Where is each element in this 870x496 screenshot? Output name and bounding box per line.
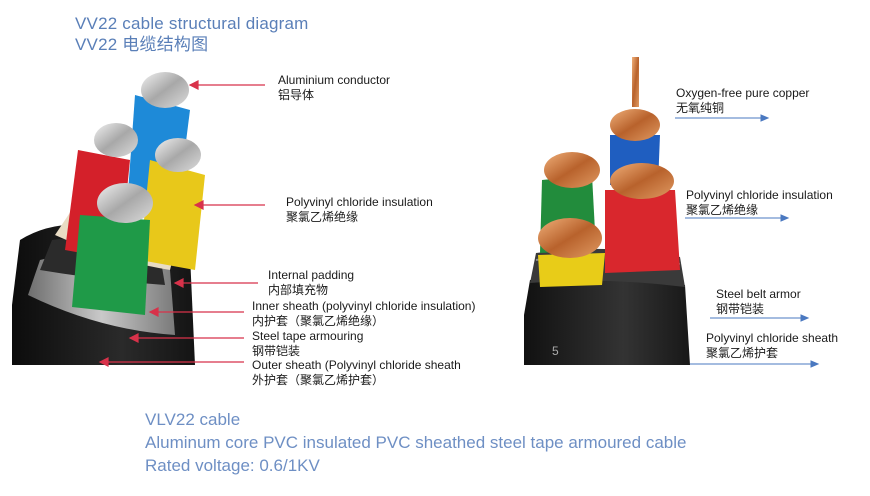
diagram-title: VV22 cable structural diagram [75, 14, 309, 34]
label-outer-sheath: Outer sheath (Polyvinyl chloride sheath … [252, 358, 461, 388]
label-en: Inner sheath (polyvinyl chloride insulat… [252, 299, 476, 313]
label-en: Steel tape armouring [252, 329, 364, 343]
label-en: Polyvinyl chloride insulation [286, 195, 433, 209]
label-en: Polyvinyl chloride insulation [686, 188, 833, 202]
cable-print-text: 5 [552, 344, 559, 358]
arrowhead-copper [760, 114, 770, 122]
arrowhead-pvc-insulation [193, 200, 204, 210]
label-aluminium-conductor: Aluminium conductor 铝导体 [278, 73, 390, 103]
title-cn: VV22 电缆结构图 [75, 35, 209, 54]
label-oxygen-free-copper: Oxygen-free pure copper 无氧纯铜 [676, 86, 809, 116]
arrowhead-internal-padding [173, 278, 184, 288]
left-pointer-arrows [98, 80, 265, 367]
label-en: Internal padding [268, 268, 355, 282]
footer-line-1: VLV22 cable [145, 410, 241, 429]
label-en: Oxygen-free pure copper [676, 86, 810, 100]
footer-line-3: Rated voltage: 0.6/1KV [145, 456, 320, 475]
right-pointer-arrows [675, 114, 820, 368]
arrowhead-aluminium-conductor [188, 80, 199, 90]
label-steel-tape-armouring: Steel tape armouring 钢带铠装 [252, 329, 363, 359]
label-en: Polyvinyl chloride sheath [706, 331, 839, 345]
label-cn: 外护套（聚氯乙烯护套） [252, 373, 385, 387]
label-cn: 钢带铠装 [252, 344, 301, 358]
arrowhead-inner-sheath [148, 307, 159, 317]
label-cn: 聚氯乙烯绝缘 [686, 203, 759, 217]
label-pvc-insulation-right: Polyvinyl chloride insulation 聚氯乙烯绝缘 [686, 188, 833, 218]
arrowhead-pvc-insulation-right [780, 214, 790, 222]
label-steel-belt-armor: Steel belt armor 钢带铠装 [716, 287, 801, 317]
arrowhead-steel-tape [128, 333, 139, 343]
title-en: VV22 cable structural diagram [75, 14, 309, 33]
footer-line-2: Aluminum core PVC insulated PVC sheathed… [145, 433, 687, 452]
label-cn: 钢带铠装 [716, 302, 765, 316]
label-en: Steel belt armor [716, 287, 801, 301]
label-cn: 聚氯乙烯护套 [706, 346, 779, 360]
label-cn: 铝导体 [278, 88, 315, 102]
label-internal-padding: Internal padding 内部填充物 [268, 268, 354, 298]
label-cn: 内护套（聚氯乙烯绝缘） [252, 314, 385, 328]
label-en: Outer sheath (Polyvinyl chloride sheath [252, 358, 461, 372]
arrowhead-steel-belt [800, 314, 810, 322]
arrowhead-outer-sheath [98, 357, 109, 367]
label-pvc-sheath: Polyvinyl chloride sheath 聚氯乙烯护套 [706, 331, 838, 361]
label-cn: 聚氯乙烯绝缘 [286, 210, 359, 224]
label-cn: 无氧纯铜 [676, 101, 725, 115]
diagram-title-cn: VV22 电缆结构图 [75, 35, 208, 55]
label-pvc-insulation-left: Polyvinyl chloride insulation 聚氯乙烯绝缘 [286, 195, 433, 225]
copper-cable-photo: 5 [524, 57, 690, 365]
aluminium-cable-photo [12, 72, 205, 365]
label-en: Aluminium conductor [278, 73, 391, 87]
label-inner-sheath: Inner sheath (polyvinyl chloride insulat… [252, 299, 475, 329]
arrowhead-pvc-sheath [810, 360, 820, 368]
label-cn: 内部填充物 [268, 283, 329, 297]
